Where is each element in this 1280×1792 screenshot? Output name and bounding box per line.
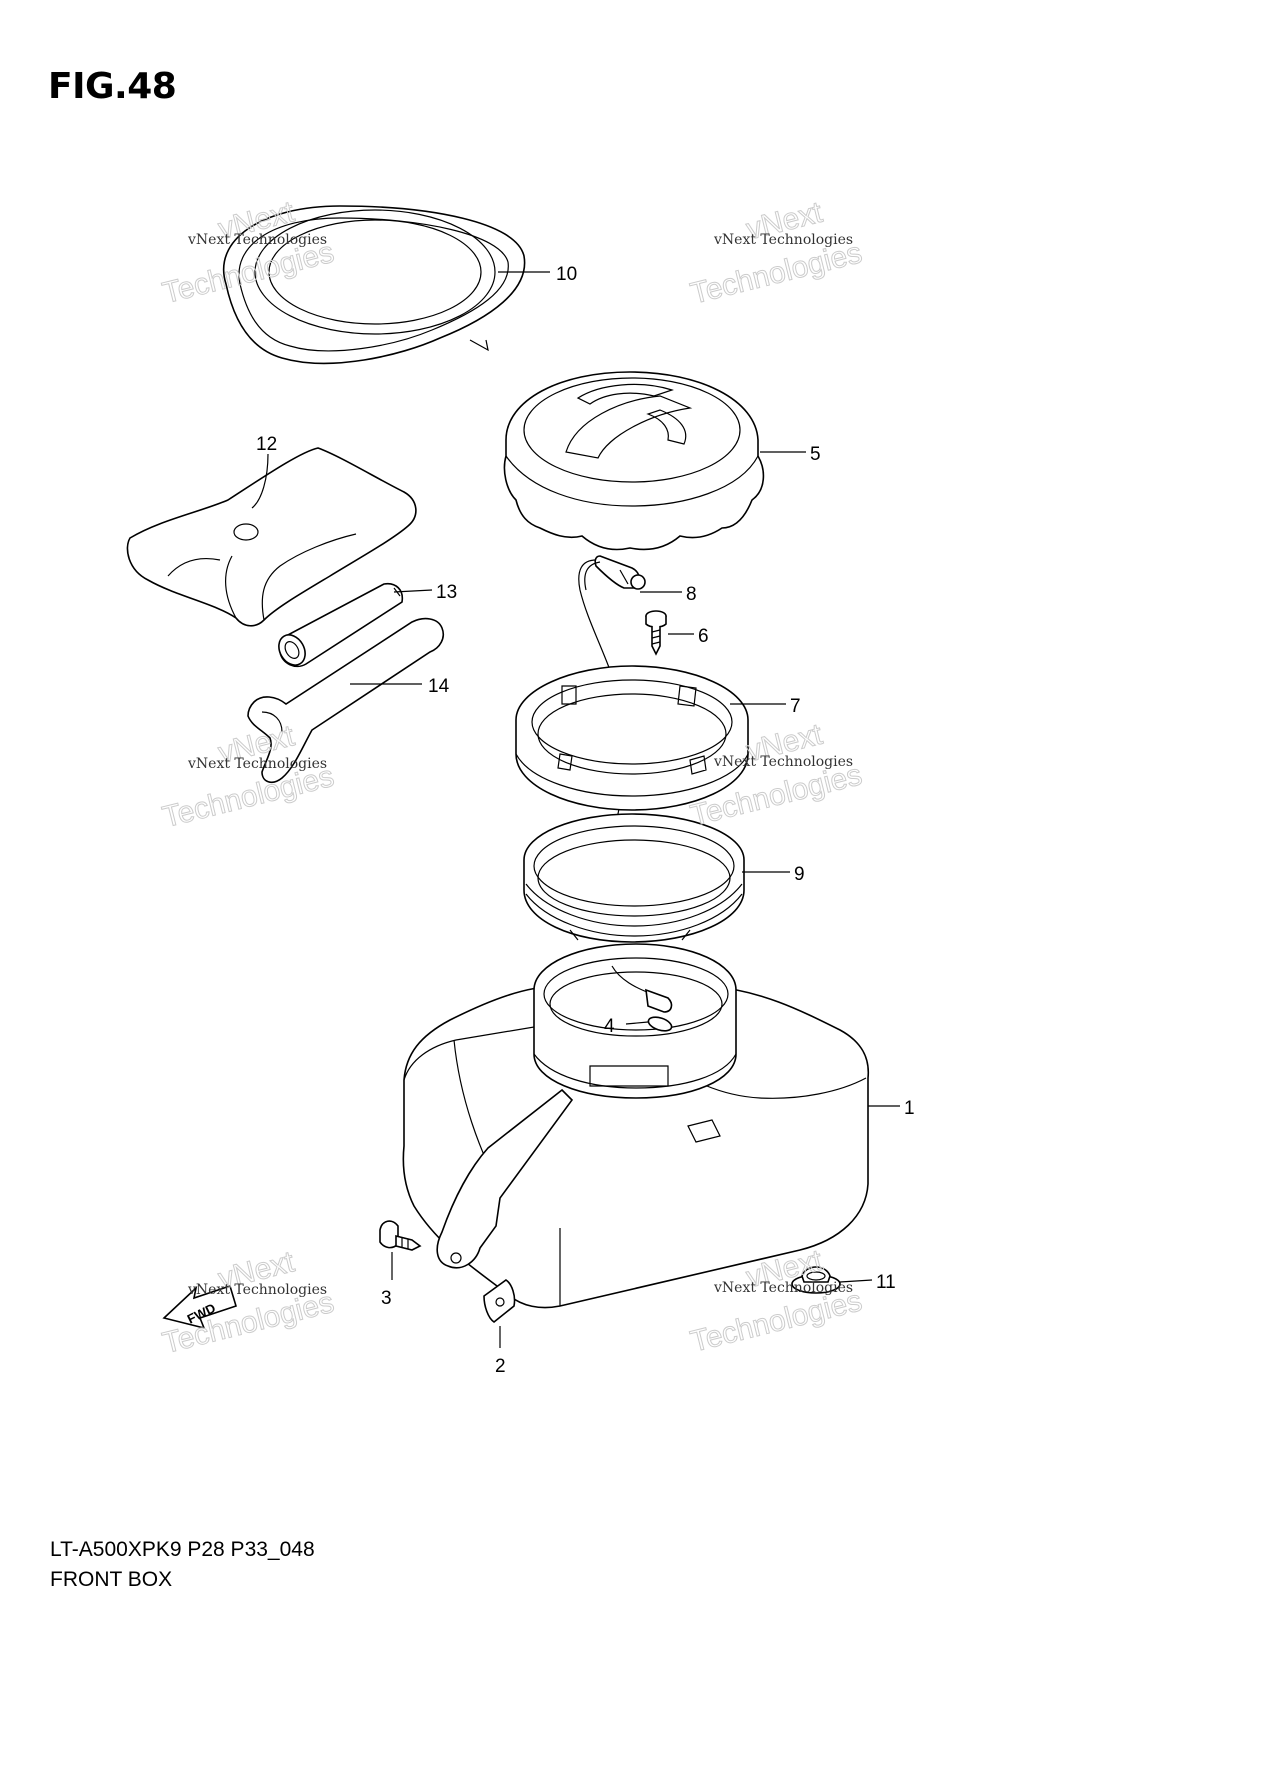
part-11-grommet[interactable]: [791, 1266, 841, 1294]
callout-7: 7: [790, 696, 801, 717]
part-1-front-box[interactable]: [402, 943, 870, 1309]
part-7-locking-ring[interactable]: [515, 665, 749, 811]
part-10-seal-ring[interactable]: [223, 205, 526, 365]
part-4-clip[interactable]: [647, 1015, 674, 1034]
svg-text:vNext Technologies: vNext Technologies: [713, 232, 853, 248]
part-13-tool-cylinder[interactable]: [274, 582, 404, 670]
part-14-spanner-wrench[interactable]: [247, 617, 445, 784]
callout-1: 1: [904, 1098, 915, 1119]
part-5-cap[interactable]: [503, 371, 765, 551]
callout-11: 11: [876, 1272, 896, 1293]
callout-labels: 10 5 12 13 14 8 6 7 9 4 1 3 2 11: [256, 264, 915, 1377]
callout-14: 14: [428, 676, 450, 697]
svg-text:vNext Technologies: vNext Technologies: [187, 232, 327, 248]
callout-13: 13: [436, 582, 457, 603]
callout-4: 4: [604, 1016, 615, 1037]
section-title: FRONT BOX: [50, 1568, 173, 1591]
callout-9: 9: [794, 864, 805, 885]
model-code: LT-A500XPK9 P28 P33_048: [50, 1538, 315, 1561]
svg-text:vNext Technologies: vNext Technologies: [187, 756, 327, 772]
watermark-mid-left: Technologies vNext vNext Technologies: [159, 719, 338, 835]
callout-6: 6: [698, 626, 709, 647]
callout-3: 3: [381, 1288, 392, 1309]
callout-12: 12: [256, 434, 277, 455]
part-6-screw[interactable]: [645, 610, 667, 656]
part-3-screw[interactable]: [379, 1220, 422, 1251]
callout-5: 5: [810, 444, 821, 465]
watermark-top-right: Technologies vNext vNext Technologies: [687, 195, 866, 311]
part-12-tool-pouch[interactable]: [126, 447, 417, 627]
figure-title: FIG.48: [48, 66, 177, 107]
svg-text:vNext Technologies: vNext Technologies: [713, 754, 853, 770]
leader-lines: [251, 271, 900, 1348]
svg-text:vNext Technologies: vNext Technologies: [713, 1280, 853, 1296]
part-2-clamp-plate[interactable]: [483, 1279, 516, 1323]
svg-text:vNext Technologies: vNext Technologies: [187, 1282, 327, 1298]
part-8-tether-clip[interactable]: [594, 555, 646, 590]
callout-10: 10: [556, 264, 577, 285]
callout-8: 8: [686, 584, 697, 605]
part-9-gasket-ring[interactable]: [523, 813, 745, 943]
callout-2: 2: [495, 1356, 506, 1377]
